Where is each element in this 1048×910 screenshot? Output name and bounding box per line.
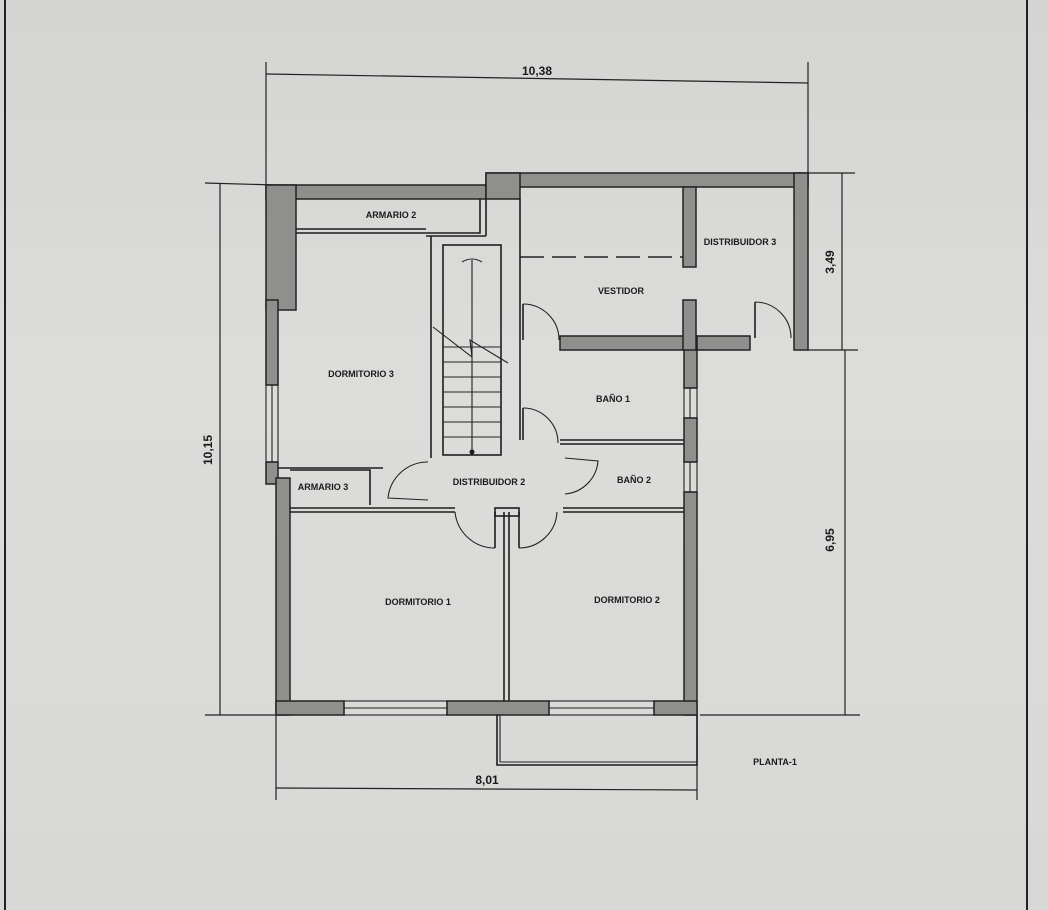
dimension-top: 10,38 xyxy=(265,62,809,185)
dimension-bottom: 8,01 xyxy=(275,715,698,800)
dim-total-height: 10,15 xyxy=(201,435,215,465)
dim-upper-right-height: 3,49 xyxy=(823,250,837,274)
label-bano-2: BAÑO 2 xyxy=(617,475,651,485)
dimension-right-upper: 3,49 xyxy=(808,172,858,351)
dimension-left: 10,15 xyxy=(201,182,276,716)
sheet-border-left xyxy=(4,0,6,910)
label-vestidor: VESTIDOR xyxy=(598,286,645,296)
room-labels: ARMARIO 2 DORMITORIO 3 ARMARIO 3 DISTRIB… xyxy=(298,210,777,607)
label-dormitorio-2: DORMITORIO 2 xyxy=(594,595,660,605)
windows xyxy=(265,384,698,716)
dim-total-width: 10,38 xyxy=(522,64,552,78)
interior-partitions xyxy=(278,199,698,766)
plan-title: PLANTA-1 xyxy=(753,757,797,767)
doors xyxy=(387,301,792,549)
stair xyxy=(432,258,509,455)
dim-bottom-width: 8,01 xyxy=(475,773,499,787)
label-dormitorio-1: DORMITORIO 1 xyxy=(385,597,451,607)
label-armario-3: ARMARIO 3 xyxy=(298,482,349,492)
exterior-walls xyxy=(265,172,809,716)
label-armario-2: ARMARIO 2 xyxy=(366,210,417,220)
label-bano-1: BAÑO 1 xyxy=(596,394,630,404)
label-distribuidor-2: DISTRIBUIDOR 2 xyxy=(453,477,526,487)
sheet-border-right xyxy=(1026,0,1028,910)
label-distribuidor-3: DISTRIBUIDOR 3 xyxy=(704,237,777,247)
label-dormitorio-3: DORMITORIO 3 xyxy=(328,369,394,379)
dim-lower-right-height: 6,95 xyxy=(823,528,837,552)
dimension-right-lower: 6,95 xyxy=(700,350,860,716)
